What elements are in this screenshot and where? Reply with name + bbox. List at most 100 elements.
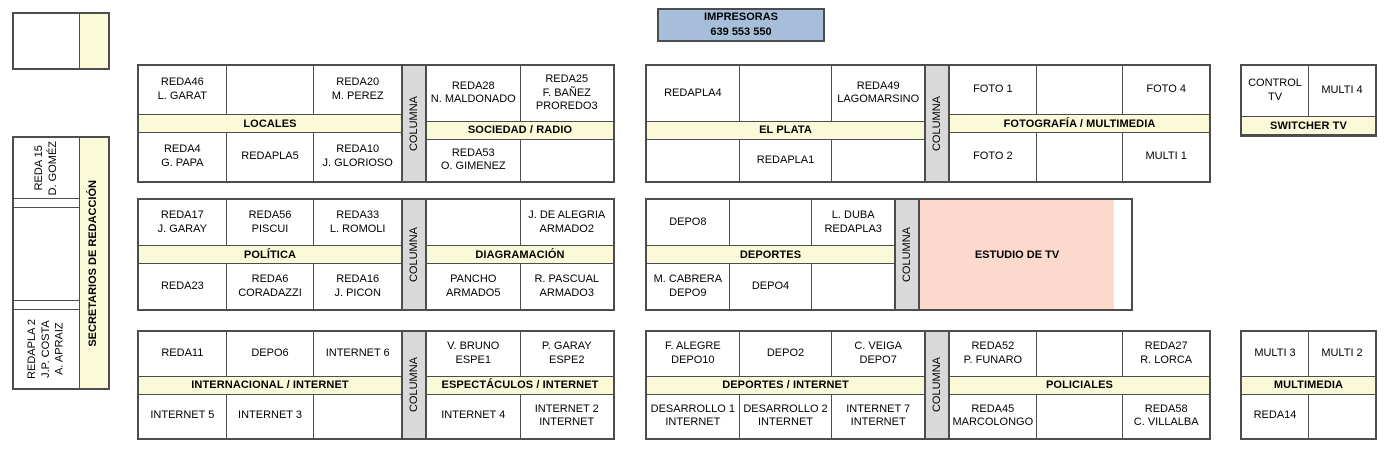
seat-cell[interactable]	[521, 140, 614, 181]
estudio-de-tv-panel[interactable]: ESTUDIO DE TV	[920, 200, 1114, 309]
seat-cell[interactable]: MULTI 2	[1321, 346, 1363, 359]
seat-cell[interactable]: INTERNET 2 INTERNET	[534, 402, 599, 429]
seat-cell[interactable]: F. ALEGRE DEPO10	[647, 332, 740, 376]
seat-cell[interactable]	[1037, 133, 1124, 181]
seat-cell[interactable]: INTERNET 3	[227, 394, 315, 438]
seat-cell[interactable]	[812, 264, 894, 309]
seat-cell[interactable]	[227, 66, 315, 114]
block-label-locales: LOCALES	[139, 114, 401, 133]
policiales-bottom-row: REDA45 MARCOLONGO REDA58 C. VILLALBA	[950, 394, 1209, 438]
block-label-fotografia-multimedia: FOTOGRAFÍA / MULTIMEDIA	[950, 114, 1209, 133]
block-internacional-espectaculos: REDA11 DEPO6 INTERNET 6 INTERNACIONAL / …	[137, 330, 615, 440]
block-label-diagramacion: DIAGRAMACIÓN	[427, 245, 613, 264]
seat-cell[interactable]: REDA16 J. PICON	[334, 272, 381, 299]
block-label-internacional-internet: INTERNACIONAL / INTERNET	[139, 375, 401, 395]
sidebar-cell-reda15[interactable]: REDA 15 D. GOMÉZ	[14, 138, 79, 199]
seat-cell[interactable]	[1309, 395, 1375, 439]
seat-cell[interactable]: REDA10 J. GLORIOSO	[322, 143, 393, 169]
sidebar-cell-redapla2[interactable]: REDAPLA 2 J.P. COSTA A. APRAIZ	[25, 319, 66, 379]
seat-cell[interactable]	[730, 200, 813, 245]
seat-cell[interactable]: DESARROLLO 2 INTERNET	[740, 394, 833, 438]
seat-cell[interactable]: V. BRUNO ESPE1	[427, 332, 521, 376]
elplata-bottom-row: REDAPLA1	[647, 139, 924, 181]
seat-cell[interactable]: REDAPLA5	[227, 133, 315, 181]
seat-cell[interactable]	[1037, 332, 1124, 376]
seat-cell[interactable]: DEPO8	[647, 200, 730, 245]
seat-cell[interactable]: REDA23	[139, 264, 227, 309]
seat-cell[interactable]: MULTI 1	[1145, 150, 1187, 163]
seat-cell[interactable]: P. GARAY ESPE2	[541, 340, 592, 366]
seat-cell[interactable]: FOTO 4	[1146, 83, 1186, 96]
seat-cell[interactable]: PANCHO ARMADO5	[427, 264, 521, 309]
seat-cell[interactable]	[647, 139, 740, 181]
seat-cell[interactable]: REDA20 M. PEREZ	[331, 76, 384, 102]
seat-cell[interactable]: INTERNET 5	[139, 394, 227, 438]
seat-cell[interactable]: REDA27 R. LORCA	[1140, 340, 1193, 366]
seat-cell[interactable]: J. DE ALEGRIA ARMADO2	[528, 208, 606, 235]
seat-cell[interactable]: REDA33 L. ROMOLI	[329, 208, 386, 235]
multimedia-bottom-row: REDA14	[1242, 394, 1375, 439]
multimedia-top-row: MULTI 3 MULTI 2	[1242, 332, 1375, 376]
sidebar-cell-blank-1[interactable]	[14, 199, 79, 208]
seat-cell[interactable]: REDA45 MARCOLONGO	[950, 394, 1037, 438]
seat-cell[interactable]: DEPO6	[227, 332, 315, 376]
espectaculos-bottom-row: INTERNET 4 INTERNET 2 INTERNET	[427, 394, 613, 438]
seat-cell[interactable]: INTERNET 7 INTERNET	[846, 402, 911, 429]
seat-cell[interactable]: L. DUBA REDAPLA3	[824, 208, 882, 235]
seat-cell[interactable]: DEPO4	[730, 264, 813, 309]
seat-cell[interactable]: REDAPLA1	[740, 139, 833, 181]
seat-cell[interactable]: REDA58 C. VILLALBA	[1133, 402, 1199, 429]
columna-divider: COLUMNA	[401, 200, 427, 309]
seat-cell[interactable]	[1037, 66, 1124, 114]
seat-cell[interactable]: DESARROLLO 1 INTERNET	[647, 394, 740, 438]
seat-cell[interactable]: REDA25 F. BAÑEZ PROREDO3	[535, 72, 598, 113]
seat-cell[interactable]: REDA53 O. GIMENEZ	[427, 139, 521, 181]
block-label-sociedad-radio: SOCIEDAD / RADIO	[427, 120, 613, 140]
seat-cell[interactable]	[832, 140, 924, 181]
columna-divider: COLUMNA	[401, 332, 427, 438]
seat-cell[interactable]: C. VEIGA DEPO7	[854, 340, 903, 366]
block-deportes-estudio: DEPO8 L. DUBA REDAPLA3 DEPORTES M. CABRE…	[645, 198, 1133, 311]
seat-cell[interactable]: REDA4 G. PAPA	[139, 133, 227, 181]
seat-cell[interactable]: R. PASCUAL ARMADO3	[534, 272, 600, 299]
seat-cell[interactable]: MULTI 3	[1242, 332, 1309, 376]
seat-cell[interactable]: DEPO2	[740, 332, 833, 376]
seat-cell[interactable]: M. CABRERA DEPO9	[647, 264, 730, 309]
seat-cell[interactable]: REDAPLA4	[647, 66, 740, 121]
elplata-top-row: REDAPLA4 REDA49 LAGOMARSINO	[647, 66, 924, 121]
block-label-politica: POLÍTICA	[139, 245, 401, 264]
seat-cell[interactable]: MULTI 4	[1321, 84, 1363, 97]
seat-cell[interactable]: REDA11	[139, 332, 227, 376]
seat-cell[interactable]: REDA17 J. GARAY	[139, 200, 227, 245]
internacional-top-row: REDA11 DEPO6 INTERNET 6	[139, 332, 401, 376]
switcher-top-row: CONTROL TV MULTI 4	[1242, 66, 1375, 116]
seat-cell[interactable]	[1037, 394, 1124, 438]
seat-cell[interactable]: REDA28 N. MALDONADO	[427, 66, 521, 121]
seat-cell[interactable]: INTERNET 4	[427, 394, 521, 438]
seat-cell[interactable]: REDA14	[1242, 394, 1309, 438]
seat-cell[interactable]: REDA46 L. GARAT	[139, 66, 227, 114]
sidebar-cell-blank-3[interactable]	[14, 301, 79, 310]
seat-cell[interactable]: INTERNET 6	[325, 346, 390, 359]
block-politica-diagramacion: REDA17 J. GARAY REDA56 PISCUI REDA33 L. …	[137, 198, 615, 311]
group-politica: REDA17 J. GARAY REDA56 PISCUI REDA33 L. …	[139, 200, 401, 309]
block-label-deportes: DEPORTES	[647, 245, 894, 264]
seat-cell[interactable]: FOTO 2	[950, 133, 1037, 181]
seat-cell[interactable]: FOTO 1	[950, 66, 1037, 114]
columna-divider: COLUMNA	[924, 66, 950, 181]
seat-cell[interactable]: REDA56 PISCUI	[227, 200, 315, 245]
printers-title: IMPRESORAS	[704, 11, 778, 24]
block-label-espectaculos-internet: ESPECTÁCULOS / INTERNET	[427, 375, 613, 395]
seat-cell[interactable]	[314, 395, 401, 439]
seat-cell[interactable]: REDA52 P. FUNARO	[950, 332, 1037, 376]
group-switcher-tv: CONTROL TV MULTI 4 SWITCHER TV	[1242, 66, 1375, 135]
block-switcher-tv: CONTROL TV MULTI 4 SWITCHER TV	[1240, 64, 1377, 137]
seat-cell[interactable]: REDA6 CORADAZZI	[227, 264, 315, 309]
seat-cell[interactable]	[427, 200, 521, 245]
seat-cell[interactable]: REDA49 LAGOMARSINO	[837, 79, 920, 106]
seat-cell[interactable]	[740, 66, 833, 121]
seat-cell[interactable]: CONTROL TV	[1242, 66, 1309, 116]
sidebar-cell-blank-2[interactable]	[14, 208, 79, 301]
block-elplata-fotografia: REDAPLA4 REDA49 LAGOMARSINO EL PLATA RED…	[645, 64, 1211, 183]
politica-bottom-row: REDA23 REDA6 CORADAZZI REDA16 J. PICON	[139, 264, 401, 309]
